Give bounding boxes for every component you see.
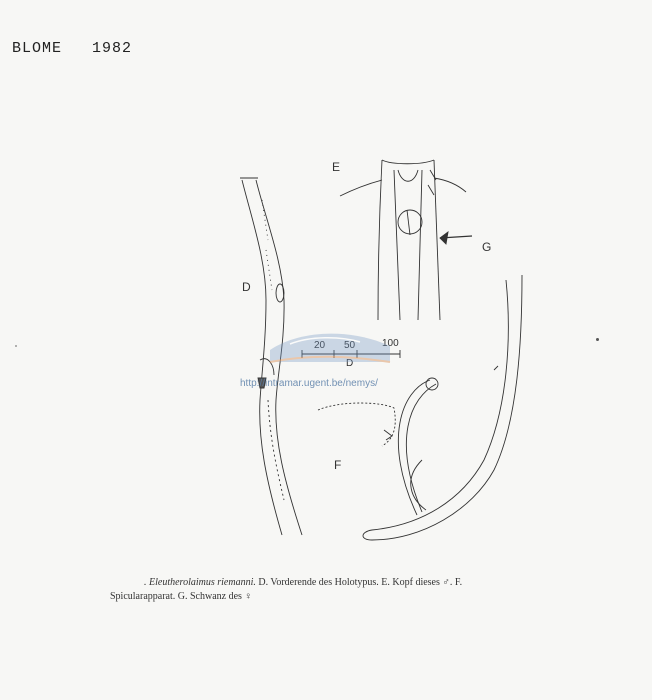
page-header: BLOME 1982: [12, 40, 132, 57]
nematode-drawings: [240, 159, 523, 541]
panel-e-pharynx: [393, 169, 423, 321]
scale-bar-ticks: [301, 350, 401, 358]
caption-line-1: . Eleutherolaimus riemanni. D. Vorderend…: [110, 576, 580, 590]
figure-illustration: E D G F 20 50 100 D: [222, 140, 582, 560]
panel-label-g: G: [482, 240, 492, 254]
panel-d-intestine: [267, 399, 285, 501]
panel-g-anus: [493, 365, 499, 371]
panel-e-amphid-line: [406, 209, 411, 236]
panel-d-amphid: [275, 283, 285, 303]
watermark-url: http://intramar.ugent.be/nemys/: [240, 378, 378, 389]
panel-d-pharynx: [261, 199, 273, 291]
panel-e-seta-left: [339, 179, 383, 197]
panel-e-sensilla: [427, 169, 437, 196]
panel-d-body-left: [241, 179, 283, 536]
panel-f-capitulum: [425, 377, 439, 391]
panel-label-d: D: [242, 280, 251, 294]
panel-f-spicule-outer: [410, 459, 427, 511]
panel-f-body-outline: [317, 402, 396, 447]
panel-d-body-right: [255, 179, 303, 536]
panel-d-gland: [257, 377, 267, 389]
scale-tick-20: 20: [314, 340, 325, 351]
watermark-logo: [269, 333, 391, 363]
panel-e-seta-right: [433, 177, 467, 193]
ink-speck: [596, 338, 599, 341]
panel-e-head-tip: [381, 159, 435, 165]
panel-e-arrow-head: [439, 230, 449, 245]
caption-text-1: D. Vorderende des Holotypus. E. Kopf die…: [255, 577, 463, 588]
scale-tick-100: 100: [382, 338, 399, 349]
publication-year: 1982: [92, 40, 133, 57]
caption-species: . Eleutherolaimus riemanni.: [144, 577, 256, 588]
panel-label-e: E: [332, 160, 341, 174]
panel-f-spicule-curve: [397, 379, 431, 516]
scale-bar-label: D: [346, 358, 354, 369]
panel-e-buccal: [397, 169, 419, 182]
panel-f-spicule-inner: [405, 383, 437, 513]
panel-g-tail: [362, 274, 523, 541]
figure-caption: . Eleutherolaimus riemanni. D. Vorderend…: [110, 576, 580, 604]
ink-speck: [15, 345, 17, 347]
caption-line-2: Spicularapparat. G. Schwanz des ♀: [110, 591, 252, 602]
author-name: BLOME: [12, 40, 63, 57]
panel-e-right-wall: [433, 159, 441, 321]
panel-label-f: F: [334, 458, 342, 472]
scale-tick-50: 50: [344, 340, 355, 351]
panel-f-gubernaculum: [383, 429, 393, 441]
panel-e-left-wall: [377, 159, 383, 321]
panel-e-amphid: [397, 209, 423, 235]
